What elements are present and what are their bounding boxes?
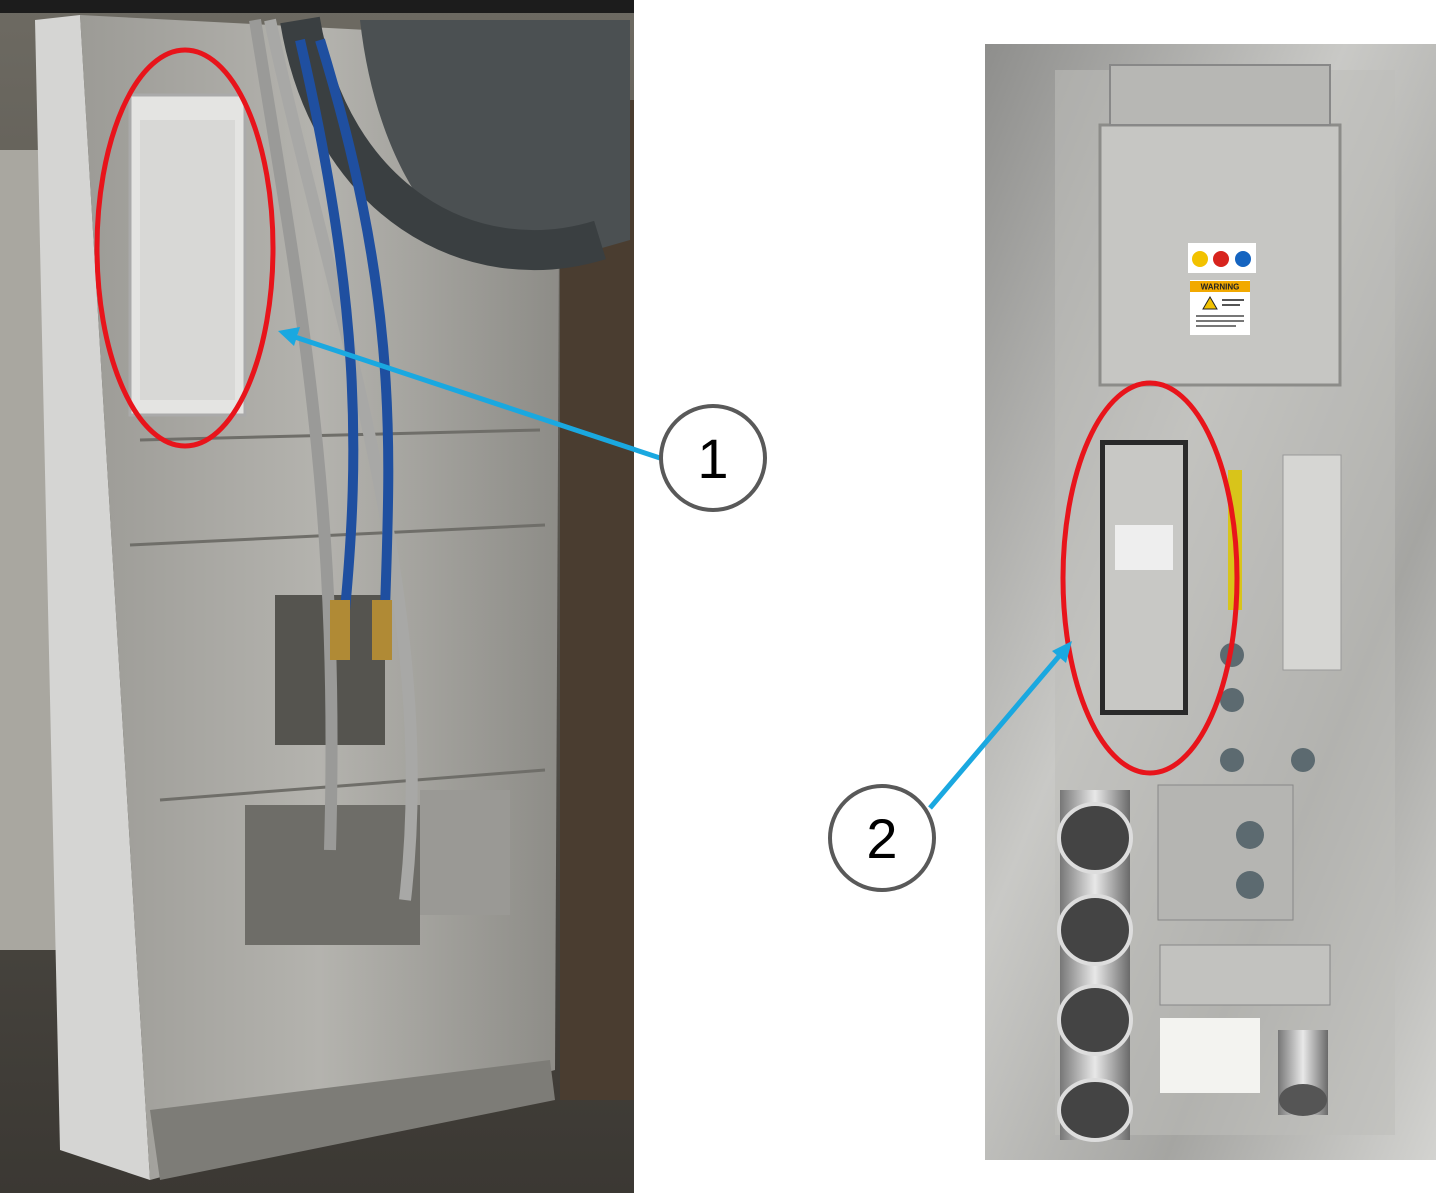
callout-1: 1 bbox=[659, 404, 767, 512]
arrow-2 bbox=[928, 641, 1072, 810]
warning-sign-text: WARNING bbox=[1201, 283, 1240, 292]
right-photo-panel: WARNING bbox=[985, 44, 1436, 1160]
callout-2: 2 bbox=[828, 784, 936, 892]
exhaust-pipes bbox=[1057, 790, 1328, 1142]
highlight-ellipse-1 bbox=[94, 47, 276, 449]
warning-label: WARNING bbox=[1190, 280, 1250, 335]
callout-1-label: 1 bbox=[697, 427, 728, 490]
arrow-1 bbox=[278, 327, 661, 461]
left-photo-cabinet bbox=[0, 0, 634, 1193]
callout-2-label: 2 bbox=[866, 807, 897, 870]
highlight-ellipse-2 bbox=[1060, 380, 1240, 776]
